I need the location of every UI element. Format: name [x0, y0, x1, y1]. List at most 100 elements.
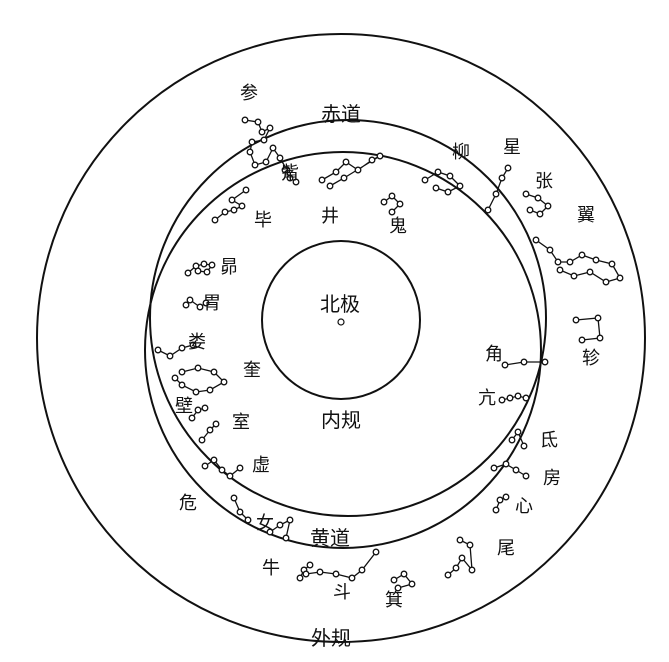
star-lou-1	[166, 352, 174, 360]
star-shen-10	[276, 154, 284, 162]
mansion-xu: 虚	[252, 455, 270, 476]
mansion-shen: 参	[240, 83, 258, 104]
star-ji-1	[400, 570, 408, 578]
star-zhen-0	[572, 316, 580, 324]
star-zhang-2	[544, 202, 552, 210]
star-fang-0	[490, 464, 498, 472]
mansion-jiao: 角	[485, 344, 503, 365]
star-kang-2	[514, 392, 522, 400]
star-jiao-2	[541, 358, 549, 366]
constellation-line-fang	[493, 463, 527, 477]
star-wei-2	[196, 303, 204, 311]
constellation-line-yi	[535, 239, 621, 283]
star-dou-0	[302, 570, 310, 578]
star-xin-1	[496, 496, 504, 504]
constellation-line-dou	[305, 551, 377, 579]
star-wei3-4	[466, 541, 474, 549]
star-mao-4	[203, 268, 211, 276]
mansion-ji: 箕	[385, 590, 403, 611]
star-nv-0	[266, 528, 274, 536]
star-jiao-0	[501, 361, 509, 369]
star-gui-3	[388, 208, 396, 216]
star-jing-2	[342, 158, 350, 166]
star-niu-2	[306, 561, 314, 569]
star-xu-4	[236, 464, 244, 472]
star-xing-3	[504, 164, 512, 172]
star-nv-1	[276, 521, 284, 529]
ecliptic-circle	[144, 151, 542, 549]
star-xu-3	[226, 472, 234, 480]
constellation-line-lou	[157, 344, 194, 357]
mansion-fang: 房	[543, 468, 561, 489]
star-wei-0	[182, 301, 190, 309]
star-liu-3	[456, 182, 464, 190]
star-wei3-2	[458, 554, 466, 562]
inner-circle	[261, 240, 421, 400]
star-wei3-0	[444, 571, 452, 579]
star-di-0	[508, 436, 516, 444]
star-kui-3	[220, 378, 228, 386]
star-liu-4	[444, 188, 452, 196]
star-kui-2	[210, 368, 218, 376]
outer-circle	[36, 33, 646, 643]
ecliptic-label: 黄道	[310, 526, 350, 550]
star-mao-2	[200, 260, 208, 268]
star-bi-1	[221, 208, 229, 216]
star-shi-0	[198, 436, 206, 444]
star-dou-3	[348, 574, 356, 582]
star-lou-3	[189, 341, 197, 349]
star-dou-5	[372, 548, 380, 556]
star-zhen-3	[578, 336, 586, 344]
star-lou-0	[154, 346, 162, 354]
star-lou-2	[178, 344, 186, 352]
mansion-gui: 鬼	[389, 216, 407, 237]
equator-circle	[149, 119, 547, 517]
star-di-1	[514, 428, 522, 436]
star-bi-3	[238, 202, 246, 210]
star-liu-1	[434, 168, 442, 176]
mansion-wei-danger: 危	[179, 493, 197, 514]
star-wei3-3	[468, 566, 476, 574]
star-yi-2	[554, 258, 562, 266]
star-yi-9	[586, 268, 594, 276]
mansion-xing: 星	[503, 137, 521, 158]
mansion-kui: 奎	[243, 360, 261, 381]
mansion-jing: 井	[321, 206, 339, 227]
constellation-line-ji	[393, 573, 414, 589]
star-fang-2	[512, 466, 520, 474]
star-bi-4	[228, 196, 236, 204]
star-kang-3	[522, 394, 530, 402]
star-yi-8	[602, 278, 610, 286]
constellation-line-xing	[487, 167, 509, 211]
inner-circle-label: 内规	[321, 408, 361, 432]
star-zhen-2	[596, 334, 604, 342]
star-xing-2	[498, 174, 506, 182]
mansion-di: 氐	[540, 430, 558, 451]
star-shi-2	[212, 420, 220, 428]
constellation-line-liu	[424, 171, 462, 193]
star-shen-0	[241, 116, 249, 124]
star-shi-1	[206, 426, 214, 434]
star-bi-0	[211, 216, 219, 224]
star-ji-0	[390, 576, 398, 584]
star-jing-3	[354, 166, 362, 174]
star-zi-1	[286, 174, 294, 182]
star-bi2-1	[194, 406, 202, 414]
star-liu-0	[421, 176, 429, 184]
star-zhang-3	[536, 210, 544, 218]
star-jing-6	[340, 174, 348, 182]
star-yi-4	[578, 251, 586, 259]
star-jing-4	[368, 156, 376, 164]
star-ji-2	[408, 580, 416, 588]
star-xu-1	[210, 456, 218, 464]
star-bi-5	[242, 186, 250, 194]
star-bi2-2	[201, 404, 209, 412]
star-liu-2	[446, 172, 454, 180]
star-xing-1	[492, 190, 500, 198]
mansion-mao: 昴	[220, 257, 238, 278]
mansion-xin: 心	[515, 496, 533, 517]
star-shen-8	[262, 158, 270, 166]
star-wei3-5	[456, 536, 464, 544]
star-zhang-0	[522, 190, 530, 198]
